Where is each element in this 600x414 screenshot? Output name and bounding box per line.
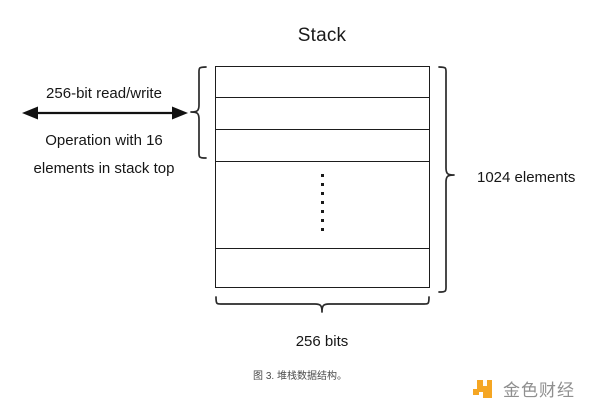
label-operation-line-1: Operation with 16: [45, 132, 163, 149]
label-capacity: 1024 elements: [477, 169, 576, 186]
stack-row: [216, 67, 429, 98]
stack-row: [216, 130, 429, 162]
stack-table: [215, 66, 430, 288]
watermark-text: 金色财经: [503, 381, 575, 401]
label-width: 256 bits: [295, 333, 349, 350]
vertical-ellipsis-icon: [216, 174, 429, 231]
label-read-write: 256-bit read/write: [46, 85, 162, 102]
brand-logo-icon: [470, 378, 496, 404]
stack-row: [216, 98, 429, 130]
stack-row-ellipsis: [216, 162, 429, 249]
bottom-curly-brace-icon: [215, 296, 430, 313]
figure-title: Stack: [297, 25, 347, 46]
watermark: 金色财经: [470, 376, 590, 406]
right-curly-brace-icon: [438, 66, 455, 293]
label-operation-line-2: elements in stack top: [33, 160, 175, 177]
figure-caption: 图 3. 堆栈数据结构。: [253, 371, 347, 382]
double-arrow-icon: [22, 106, 188, 120]
left-curly-brace-icon: [190, 66, 207, 159]
stack-row-bottom: [216, 249, 429, 286]
